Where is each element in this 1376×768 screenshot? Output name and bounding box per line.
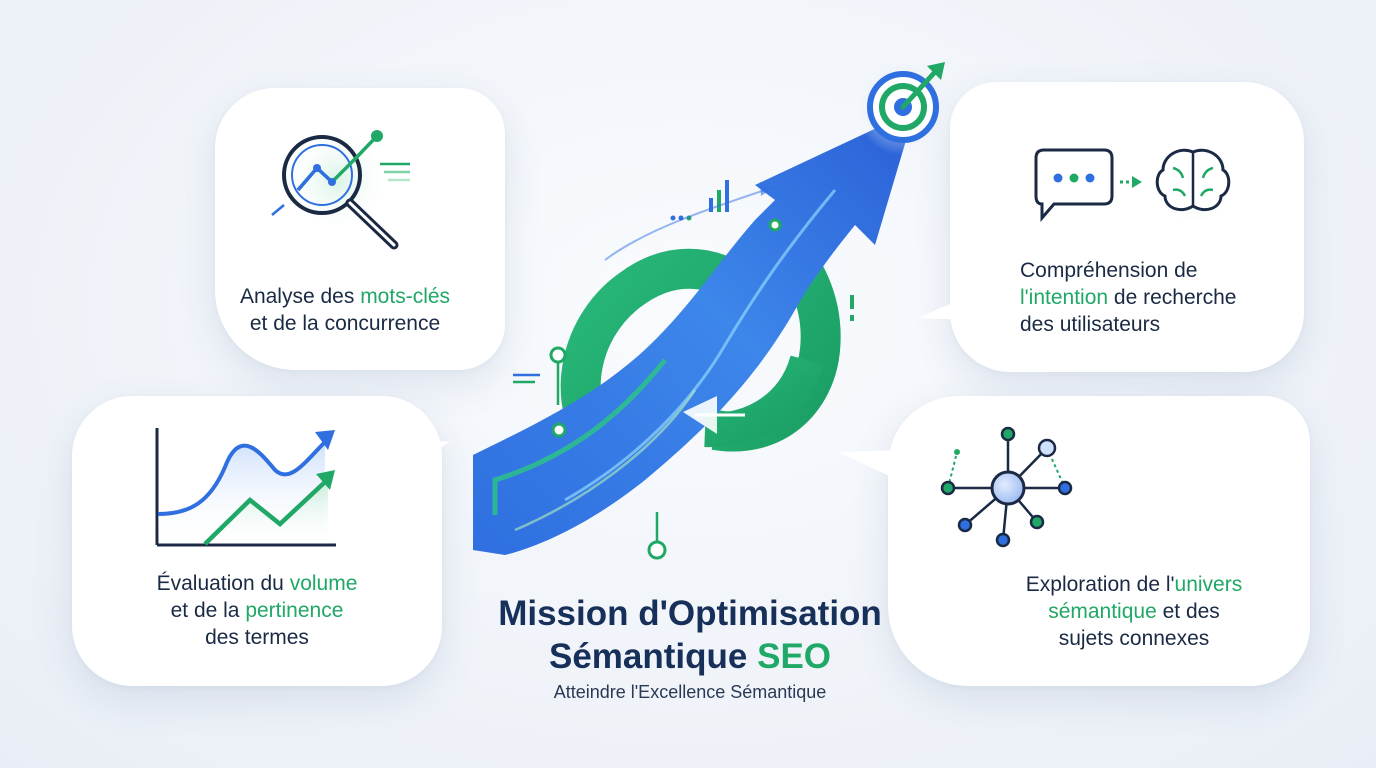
keyword-line2: et de la concurrence (249, 312, 441, 335)
universe-line1-highlight: univers (1174, 573, 1243, 596)
volume-line1-pre: Évaluation du (156, 572, 290, 595)
universe-line1-pre: Exploration de l' (1025, 573, 1175, 596)
subtitle: Atteindre l'Excellence Sémantique (553, 682, 827, 702)
card-semantic-universe (888, 396, 1310, 686)
magnifier-chart-icon (271, 125, 410, 250)
main-title: Mission d'Optimisation Sémantique SEO (440, 592, 940, 678)
card-volume-relevance-text: Évaluation du volume et de la pertinence… (92, 570, 422, 651)
card-semantic-universe-text: Exploration de l'univers sémantique et d… (984, 571, 1284, 652)
card-volume-relevance-tail (405, 438, 450, 468)
intent-line1: Compréhension de (1020, 259, 1198, 282)
chat-to-brain-icon (1034, 140, 1238, 230)
volume-line2-pre: et de la (170, 599, 246, 622)
network-nodes-icon (940, 426, 1073, 548)
rising-arrow-graphic (473, 60, 951, 560)
volume-line1-highlight: volume (289, 572, 358, 595)
card-keyword-analysis-tail (462, 326, 490, 356)
intent-line2-highlight: l'intention (1020, 286, 1109, 309)
main-title-line2-highlight: SEO (757, 637, 832, 676)
keyword-line1-highlight: mots-clés (360, 285, 451, 308)
card-search-intent-tail (918, 296, 968, 320)
keyword-line1-pre: Analyse des (239, 285, 361, 308)
universe-line2-post: et des (1156, 600, 1220, 623)
card-semantic-universe-tail (838, 450, 898, 480)
main-title-line2-pre: Sémantique (548, 637, 758, 676)
card-search-intent-text: Compréhension de l'intention de recherch… (1000, 257, 1290, 338)
trend-chart-icon (155, 428, 336, 547)
universe-line2-highlight: sémantique (1048, 600, 1157, 623)
volume-line2-highlight: pertinence (245, 599, 344, 622)
volume-line3: des termes (205, 626, 309, 649)
universe-line3: sujets connexes (1058, 627, 1210, 650)
main-title-line1: Mission d'Optimisation (498, 594, 882, 633)
card-keyword-analysis-text: Analyse des mots-clés et de la concurren… (200, 283, 490, 337)
card-search-intent (950, 82, 1304, 372)
intent-line3: des utilisateurs (1020, 313, 1161, 336)
intent-line2-post: de recherche (1108, 286, 1237, 309)
